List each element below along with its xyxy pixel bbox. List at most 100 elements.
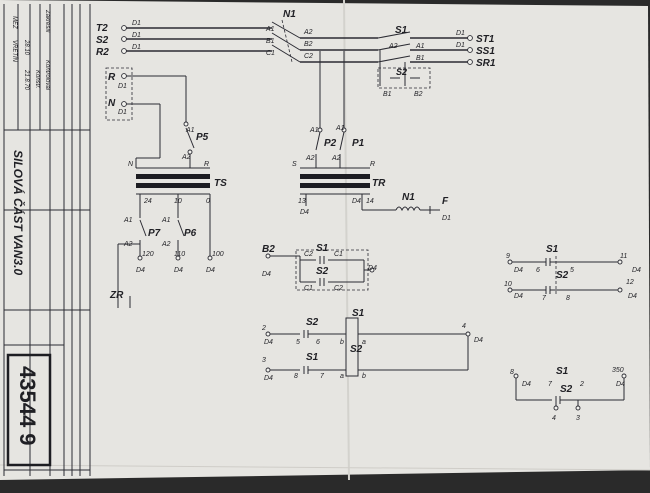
label-d4-2: D4 xyxy=(264,339,273,346)
label-r-tr: R xyxy=(370,161,375,168)
label-d4-13: D4 xyxy=(300,209,309,216)
label-d4-100: D4 xyxy=(206,267,215,274)
label-r2: R2 xyxy=(96,47,109,58)
label-d1-b: D1 xyxy=(132,32,141,39)
label-sr1: SR1 xyxy=(476,58,496,69)
label-d4-9: D4 xyxy=(514,267,523,274)
label-d1-a: D1 xyxy=(132,20,141,27)
label-b1-n1: B1 xyxy=(266,38,275,45)
label-c2-mid-b: C2 xyxy=(334,285,343,292)
taps-p7-p6 xyxy=(117,219,185,308)
label-d1-f: D1 xyxy=(442,215,451,222)
label-p7: P7 xyxy=(148,228,161,239)
label-c2-mid-a: C2 xyxy=(304,251,313,258)
label-a-top: a xyxy=(362,339,366,346)
label-b2-s2: B2 xyxy=(414,91,423,98)
label-a2-s1: A2 xyxy=(388,43,398,50)
label-d1-c: D1 xyxy=(132,44,141,51)
tb-row1: MEZ xyxy=(11,16,17,29)
label-5-low: 5 xyxy=(296,339,300,346)
label-d4-4: D4 xyxy=(474,337,483,344)
label-d4-14: D4 xyxy=(352,198,361,205)
label-d4-8: D4 xyxy=(522,381,531,388)
label-s2-mid: S2 xyxy=(316,266,329,277)
label-a1-n1: A1 xyxy=(265,26,275,33)
label-a2-p5: A2 xyxy=(181,154,191,161)
label-a1-p2: A1 xyxy=(309,127,319,134)
label-a1-p7: A1 xyxy=(123,217,133,224)
block-b2 xyxy=(268,249,372,291)
label-tr: TR xyxy=(372,178,386,189)
label-n1-coil: N1 xyxy=(402,192,415,203)
label-d1-n: D1 xyxy=(118,109,127,116)
block-ab xyxy=(268,317,469,377)
label-7-low: 7 xyxy=(320,373,325,380)
label-d1-out-b: D1 xyxy=(456,42,465,49)
label-9: 9 xyxy=(506,253,510,260)
label-12: 12 xyxy=(626,279,634,286)
label-b-bottom: b xyxy=(362,373,366,380)
label-7-rt: 7 xyxy=(542,295,547,302)
document-title: SILOVÁ ČÁST VAN3.0 xyxy=(11,150,26,275)
label-a-bottom: a xyxy=(340,373,344,380)
label-b2-mid: B2 xyxy=(262,244,275,255)
label-2-rb: 2 xyxy=(579,381,584,388)
transformer-tr xyxy=(300,131,440,214)
tb-row7: Zakreslil xyxy=(44,9,50,33)
phase-lines xyxy=(105,19,470,158)
label-a2-n1: A2 xyxy=(303,29,313,36)
label-6-low: 6 xyxy=(316,339,320,346)
label-tap100: 100 xyxy=(212,251,224,258)
label-b1-s2: B1 xyxy=(383,91,392,98)
stamp-box xyxy=(6,353,52,467)
block-right-top xyxy=(510,256,620,296)
label-s1-low: S1 xyxy=(306,352,319,363)
label-d4-mid-right: D4 xyxy=(368,265,377,272)
label-d1-r: D1 xyxy=(118,83,127,90)
paper-fold-bottom xyxy=(0,464,650,471)
label-f: F xyxy=(442,196,449,207)
label-4-right: 4 xyxy=(462,323,466,330)
label-11: 11 xyxy=(620,253,627,260)
label-d4-350: D4 xyxy=(616,381,625,388)
label-tap0: 0 xyxy=(206,198,210,205)
tb-row5: Konstr. xyxy=(34,70,40,89)
label-d4-110: D4 xyxy=(174,267,183,274)
label-8-rt: 8 xyxy=(566,295,570,302)
label-a2-p6: A2 xyxy=(161,241,171,248)
label-8-low: 8 xyxy=(294,373,298,380)
label-s2-low: S2 xyxy=(306,317,319,328)
label-s1-mid: S1 xyxy=(316,243,329,254)
label-t2: T2 xyxy=(96,23,108,34)
label-n1-top: N1 xyxy=(283,9,296,20)
label-350: 350 xyxy=(612,367,624,374)
tb-row4: 21.8.70 xyxy=(23,69,29,91)
label-c2-n1: C2 xyxy=(304,53,313,60)
label-s1-rt: S1 xyxy=(546,244,559,255)
label-c1-mid-a: C1 xyxy=(334,251,343,258)
label-1-rb: 7 xyxy=(548,381,553,388)
label-6-rt: 6 xyxy=(536,267,540,274)
label-r-ts: R xyxy=(204,161,209,168)
label-s-tr: S xyxy=(292,161,297,168)
label-s2-rt: S2 xyxy=(556,270,569,281)
label-s1-rb: S1 xyxy=(556,366,569,377)
label-ts: TS xyxy=(214,178,227,189)
label-tap110: 110 xyxy=(174,251,185,258)
label-tap24: 24 xyxy=(143,198,152,205)
label-s2-top: S2 xyxy=(396,67,407,77)
label-d4-120: D4 xyxy=(136,267,145,274)
label-c1-n1: C1 xyxy=(266,50,275,57)
paper xyxy=(0,0,650,480)
label-8-rb: 8 xyxy=(510,369,514,376)
label-s2: S2 xyxy=(96,35,109,46)
label-10: 10 xyxy=(504,281,512,288)
label-a2-p7: A2 xyxy=(123,241,133,248)
label-c1-mid-b: C1 xyxy=(304,285,313,292)
label-s1-low-box: S1 xyxy=(352,308,365,319)
label-p2: P2 xyxy=(324,138,337,149)
label-d4-3: D4 xyxy=(264,375,273,382)
document-number: 43544 9 xyxy=(15,366,40,446)
